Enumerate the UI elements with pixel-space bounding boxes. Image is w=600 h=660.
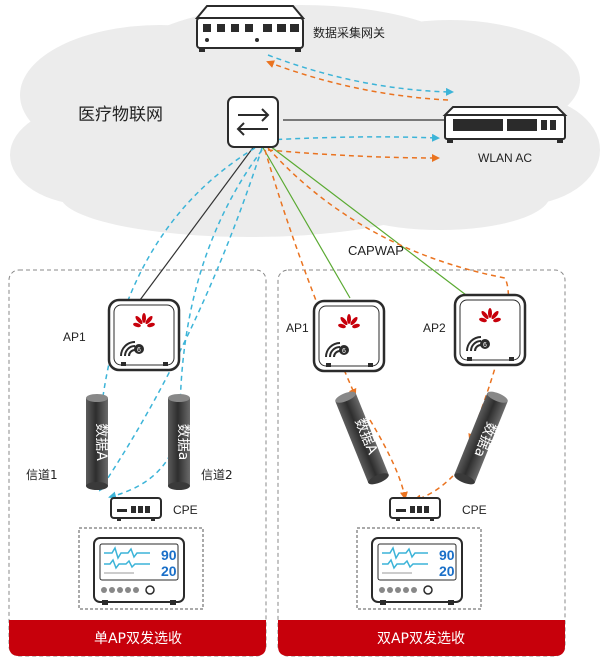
monitor-frame-left [78, 527, 204, 610]
monitor-right-value-1: 90 [439, 547, 455, 563]
panel-right-title: 双AP双发选收 [377, 631, 465, 647]
solid-links [139, 119, 471, 301]
wlan-ac-label: WLAN AC [478, 151, 532, 165]
ap1-left-icon [107, 298, 181, 372]
gateway-label: 数据采集网关 [313, 25, 385, 40]
patient-monitor-left: 90 20 [93, 537, 185, 606]
channel1-label: 信道1 [26, 468, 58, 482]
ap1-right-label: AP1 [286, 321, 309, 335]
monitor-left-value-1: 90 [161, 547, 177, 563]
data-A-left-label: 数据A [93, 423, 109, 461]
cpe-right-label: CPE [462, 503, 487, 517]
cloud-background [10, 5, 600, 237]
data-stream-a-left: 数据a [168, 394, 191, 490]
data-stream-A-right: 数据A [335, 391, 389, 485]
data-stream-A-left: 数据A [86, 394, 109, 490]
monitor-right-value-2: 20 [439, 563, 455, 579]
ap2-right-label: AP2 [423, 321, 446, 335]
panel-left-title: 单AP双发选收 [94, 631, 182, 647]
data-gateway-icon [194, 5, 306, 52]
monitor-left-value-2: 20 [161, 563, 177, 579]
cpe-left-label: CPE [173, 503, 198, 517]
data-stream-a-right: 数据a [454, 391, 508, 485]
channel2-label: 信道2 [201, 468, 233, 482]
ap1-left-label: AP1 [63, 330, 86, 344]
monitor-frame-right [356, 527, 482, 610]
cpe-right-icon [389, 497, 441, 522]
patient-monitor-right: 90 20 [371, 537, 463, 606]
panel-left [8, 269, 267, 657]
iomt-label: 医疗物联网 [78, 105, 163, 125]
data-a-left-label: 数据a [175, 424, 191, 461]
ap2-right-icon [453, 293, 527, 367]
cpe-left-icon [110, 497, 162, 522]
ap1-right-icon [312, 299, 386, 373]
wlan-controller-icon [442, 106, 568, 143]
capwap-label: CAPWAP [348, 243, 404, 258]
panel-right [277, 269, 566, 657]
switch-icon [227, 96, 279, 148]
